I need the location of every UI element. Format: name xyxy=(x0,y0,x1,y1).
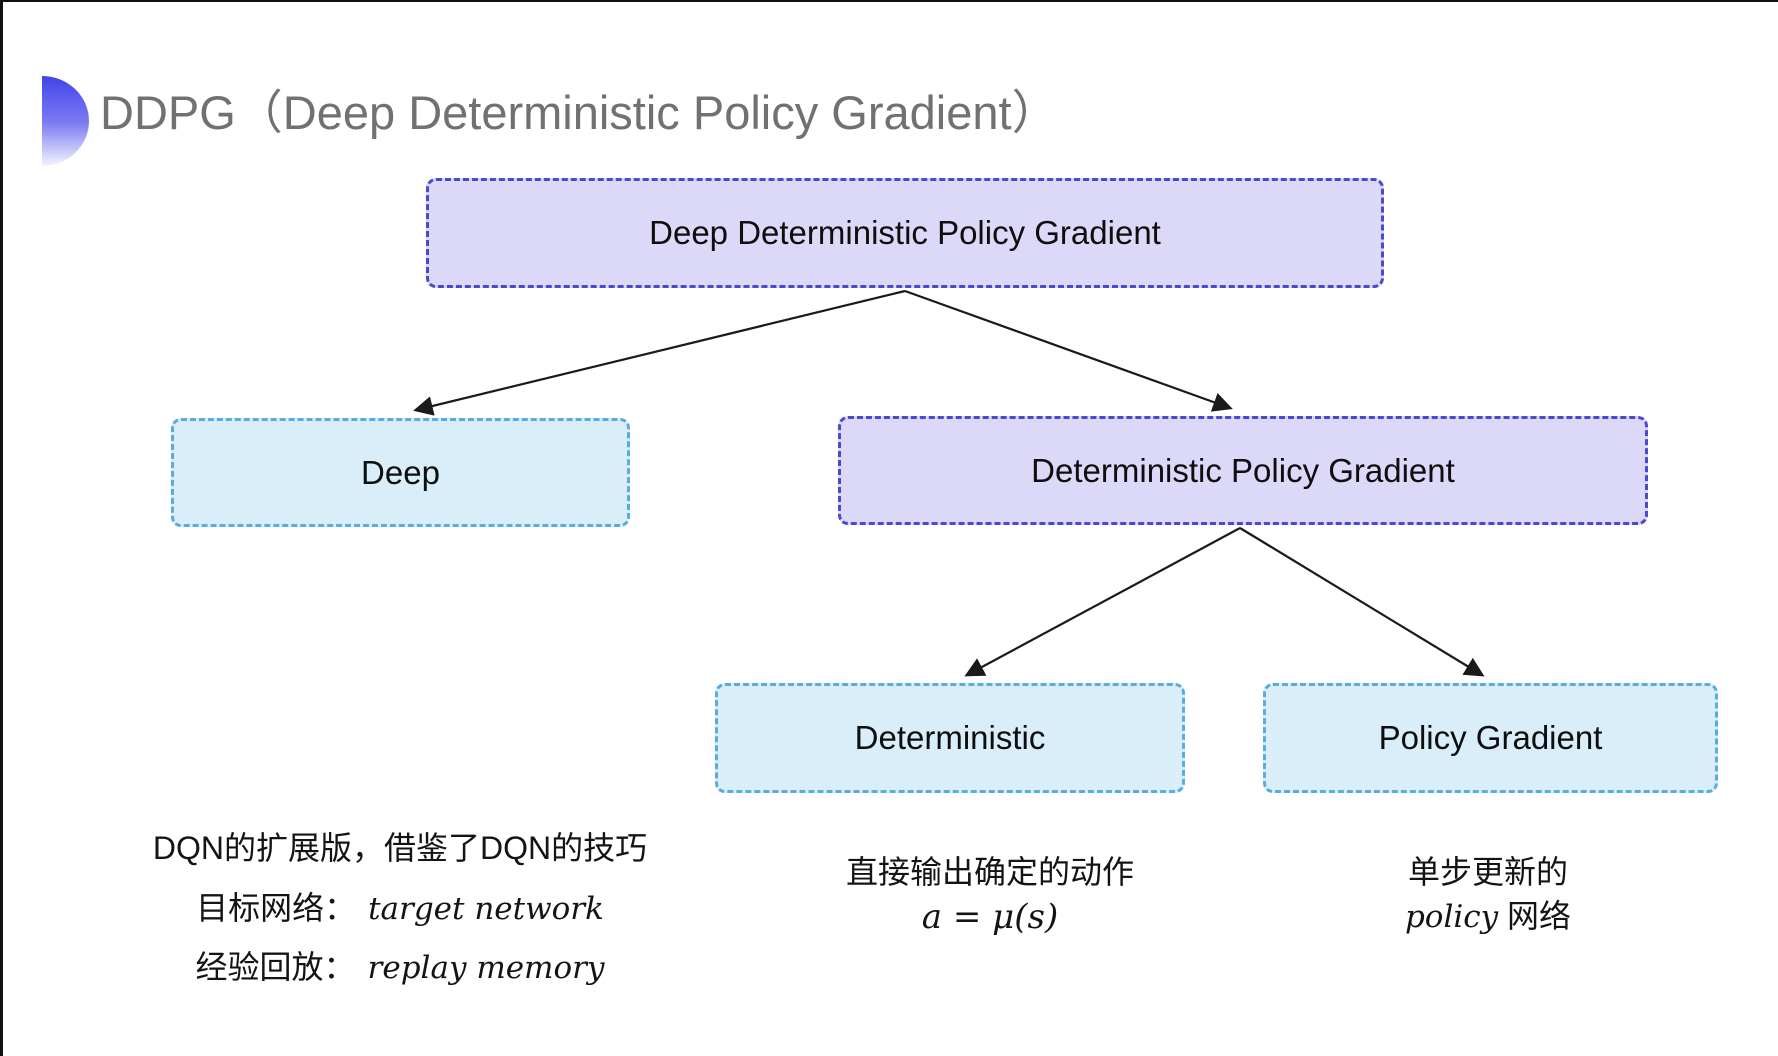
node-label: Deep Deterministic Policy Gradient xyxy=(649,214,1161,251)
arrow-dpg-to-deterministic xyxy=(964,527,1241,677)
note-deep: DQN的扩展版，借鉴了DQN的技巧 目标网络： target network 经验… xyxy=(110,830,690,987)
arrow-ddpg-to-dpg xyxy=(904,289,1233,412)
note-deterministic: 直接输出确定的动作 a = μ(s) xyxy=(790,854,1190,937)
note-line: 目标网络： target network xyxy=(196,889,604,927)
note-term: target network xyxy=(368,890,604,927)
node-label: Deep xyxy=(361,453,440,491)
arrow-ddpg-to-deep xyxy=(413,289,906,416)
page-border-top xyxy=(0,0,1778,2)
note-label: 网络 xyxy=(1498,897,1572,934)
node-policy-gradient: Policy Gradient xyxy=(1263,683,1718,793)
note-term: policy xyxy=(1404,898,1499,935)
note-line: 单步更新的 xyxy=(1407,854,1568,890)
note-formula: a = μ(s) xyxy=(921,896,1059,937)
node-deep: Deep xyxy=(171,418,630,527)
node-label: Deterministic xyxy=(854,719,1046,756)
arrow-dpg-to-policy-gradient xyxy=(1239,527,1485,677)
note-label: 经验回放： xyxy=(195,949,356,986)
node-deterministic: Deterministic xyxy=(715,683,1185,793)
node-label: Deterministic Policy Gradient xyxy=(1031,451,1455,489)
node-deterministic-policy-gradient: Deterministic Policy Gradient xyxy=(838,416,1648,525)
half-circle-bullet-icon xyxy=(42,76,89,166)
note-line: 经验回放： replay memory xyxy=(195,949,605,987)
note-policy-gradient: 单步更新的 policy 网络 xyxy=(1288,854,1688,935)
note-label: 目标网络： xyxy=(196,889,357,926)
note-line: 直接输出确定的动作 xyxy=(845,854,1134,890)
node-label: Policy Gradient xyxy=(1378,719,1603,756)
note-line: policy 网络 xyxy=(1404,897,1572,935)
node-deep-deterministic-policy-gradient: Deep Deterministic Policy Gradient xyxy=(426,178,1384,288)
note-line: DQN的扩展版，借鉴了DQN的技巧 xyxy=(152,830,648,866)
note-term: replay memory xyxy=(367,950,605,987)
page-border-left xyxy=(0,0,3,1056)
page-title: DDPG（Deep Deterministic Policy Gradient） xyxy=(100,86,1059,139)
